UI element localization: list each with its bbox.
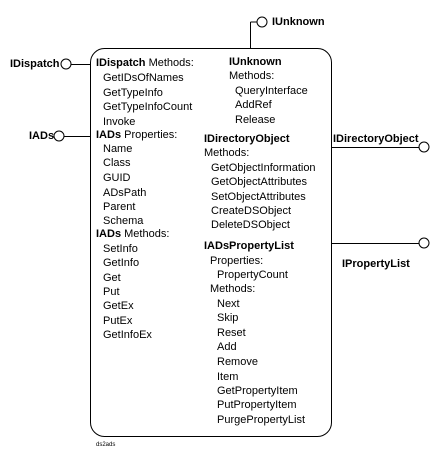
idispatch-method: GetTypeInfo [103, 87, 163, 99]
ipropertylist-method: Remove [217, 356, 258, 368]
ipropertylist-method: GetPropertyItem [217, 385, 298, 397]
iads-property: Parent [103, 201, 136, 213]
ipropertylist-title: IADsPropertyList [204, 240, 294, 252]
ipropertylist-property: PropertyCount [217, 269, 288, 281]
iads-method: Get [103, 272, 121, 284]
ipropertylist-methods-label: Methods: [210, 283, 256, 295]
idispatch-interface-label: IDispatch [10, 58, 60, 70]
com-object-box [90, 48, 332, 437]
ipropertylist-lollipop-icon [418, 237, 430, 249]
iads-methods-label: Methods: [124, 228, 170, 240]
ipropertylist-method: Skip [217, 312, 239, 324]
ipropertylist-method: Item [217, 371, 239, 383]
ipropertylist-method: PurgePropertyList [217, 414, 306, 426]
iads-properties-label: Properties: [124, 129, 178, 141]
ipropertylist-properties-label: Properties: [210, 255, 264, 267]
iads-method: GetInfoEx [103, 329, 152, 341]
idirectoryobject-lollipop-icon [418, 141, 430, 153]
idirectoryobject-methods-label: Methods: [204, 147, 250, 159]
idirectoryobject-method: GetObjectInformation [211, 162, 316, 174]
iads-methods-title: IADs [96, 228, 122, 240]
idirectoryobject-method: DeleteDSObject [211, 219, 290, 231]
ipropertylist-method: Next [217, 298, 240, 310]
iads-properties-heading: IADs Properties: [96, 128, 177, 142]
idirectoryobject-method: CreateDSObject [211, 205, 292, 217]
iads-method: GetInfo [103, 257, 140, 269]
iads-method: SetInfo [103, 243, 138, 255]
iads-property: Name [103, 143, 133, 155]
idispatch-method: GetTypeInfoCount [103, 101, 193, 113]
iunknown-method: AddRef [235, 99, 272, 111]
iads-method: GetEx [103, 300, 134, 312]
iads-title: IADs [96, 129, 122, 141]
idispatch-heading: IDispatch Methods: [96, 56, 194, 70]
ipropertylist-method: Add [217, 341, 237, 353]
iunknown-lollipop-icon [256, 16, 268, 28]
ipropertylist-method: PutPropertyItem [217, 399, 297, 411]
iunknown-method: QueryInterface [235, 85, 308, 97]
iunknown-title: IUnknown [229, 56, 282, 68]
idirectoryobject-method: SetObjectAttributes [211, 191, 306, 203]
iads-methods-heading: IADs Methods: [96, 227, 169, 241]
idirectoryobject-method: GetObjectAttributes [211, 176, 307, 188]
idispatch-lollipop-icon [60, 58, 72, 70]
ipropertylist-method: Reset [217, 327, 246, 339]
idispatch-method: GetIDsOfNames [103, 72, 184, 84]
iunknown-method: Release [235, 114, 276, 126]
iads-lollipop-icon [53, 130, 65, 142]
figure-caption: ds2ads [96, 442, 116, 448]
idirectoryobject-title: IDirectoryObject [204, 133, 290, 145]
iads-method: PutEx [103, 315, 133, 327]
idirectoryobject-interface-label: IDirectoryObject [333, 133, 419, 145]
iads-interface-label: IADs [29, 130, 55, 142]
iads-property: Schema [103, 215, 144, 227]
iunknown-interface-label: IUnknown [272, 16, 325, 28]
ipropertylist-interface-label: IPropertyList [342, 258, 410, 270]
idispatch-methods-label: Methods: [148, 57, 194, 69]
iads-property: Class [103, 157, 131, 169]
iads-method: Put [103, 286, 120, 298]
idispatch-method: Invoke [103, 116, 136, 128]
idispatch-title: IDispatch [96, 57, 146, 69]
iads-property: ADsPath [103, 187, 147, 199]
iunknown-methods-label: Methods: [229, 70, 275, 82]
iads-property: GUID [103, 172, 131, 184]
